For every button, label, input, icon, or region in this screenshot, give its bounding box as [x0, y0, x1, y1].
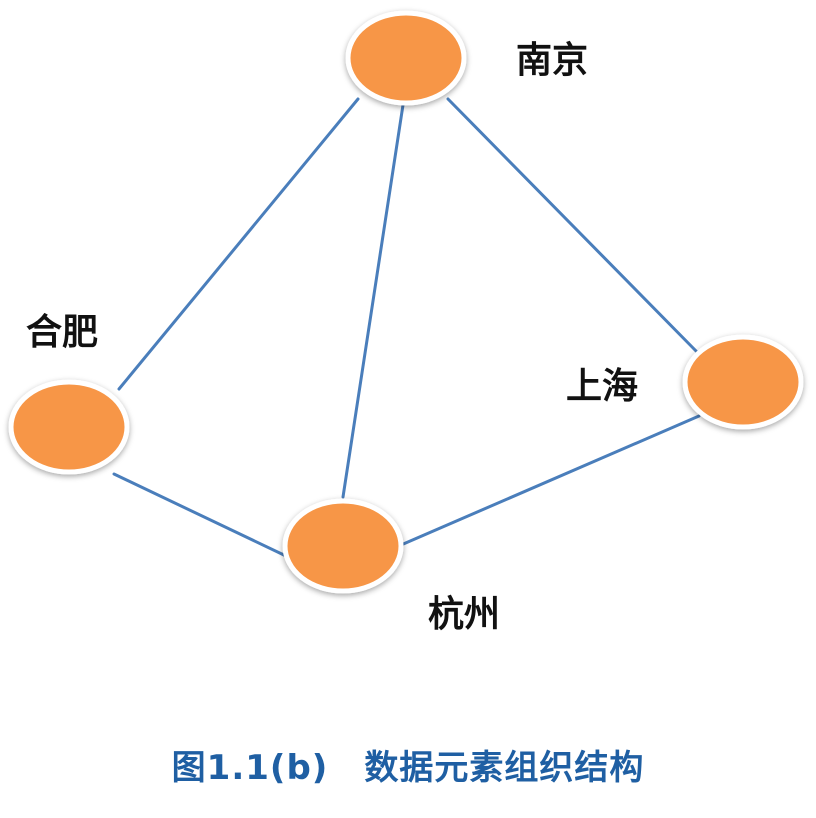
edge-nanjing-hangzhou: [341, 103, 405, 499]
node-hefei: [8, 379, 130, 475]
node-nanjing: [345, 10, 467, 106]
nodes: [8, 10, 804, 594]
node-shanghai: [682, 334, 804, 430]
edge-hangzhou-shanghai: [399, 414, 701, 547]
figure-number: 图1.1(b): [171, 748, 329, 788]
figure-title: 数据元素组织结构: [364, 748, 645, 788]
node-hangzhou: [282, 498, 404, 594]
edge-nanjing-shanghai: [446, 97, 700, 355]
node-label-shanghai: 上海: [566, 366, 638, 407]
figure-caption: 图1.1(b) 数据元素组织结构: [0, 740, 816, 789]
edge-nanjing-hefei: [117, 97, 360, 391]
edge-hefei-hangzhou: [112, 472, 288, 558]
node-label-hangzhou: 杭州: [428, 593, 500, 635]
node-label-hefei: 合肥: [26, 312, 98, 353]
node-label-nanjing: 南京: [516, 39, 588, 81]
edges: [112, 97, 701, 558]
